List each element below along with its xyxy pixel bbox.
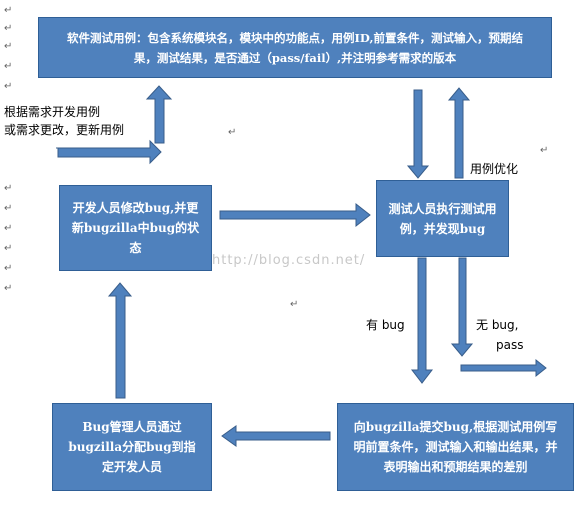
node-bug-manager: Bug管理人员通过 bugzilla分配bug到指 定开发人员	[52, 403, 212, 491]
arrow-tester-no-bug-down	[450, 257, 474, 357]
label-update-case-line2: 或需求更改，更新用例	[4, 123, 125, 137]
label-no-bug: 无 bug,	[476, 318, 519, 332]
paragraph-mark-icon: ↵	[4, 23, 13, 34]
node-developer-fix-line3: 态	[129, 241, 142, 255]
watermark: http://blog.csdn.net/	[212, 253, 366, 268]
arrow-tester-to-submit	[410, 257, 434, 384]
paragraph-mark-icon: ↵	[4, 81, 13, 92]
arrow-submit-to-bugmanager	[221, 425, 331, 447]
paragraph-mark-icon: ↵	[228, 127, 237, 138]
node-test-case: 软件测试用例：包含系统模块名，模块中的功能点，用例ID,前置条件，测试输入，预期…	[38, 17, 552, 78]
arrow-developer-to-tester	[219, 202, 371, 228]
arrow-testcase-to-tester	[406, 89, 430, 179]
node-developer-fix: 开发人员修改bug,并更 新bugzilla中bug的状 态	[59, 185, 212, 271]
label-pass: pass	[496, 338, 524, 352]
paragraph-mark-icon: ↵	[4, 61, 13, 72]
arrow-requirements-to-testcase	[56, 139, 162, 165]
node-bug-manager-line1: Bug管理人员通过	[82, 420, 182, 434]
arrow-pass-right	[460, 358, 547, 378]
node-test-case-line1: 软件测试用例：包含系统模块名，模块中的功能点，用例ID,前置条件，测试输入，预期…	[67, 30, 523, 45]
label-optimize: 用例优化	[470, 162, 519, 176]
paragraph-mark-icon: ↵	[4, 223, 13, 234]
node-bug-manager-line3: 定开发人员	[101, 460, 162, 474]
node-test-case-line2: 果，测试结果，是否通过（pass/fail）,并注明参考需求的版本	[133, 50, 457, 65]
arrow-tester-optimize-up	[447, 87, 471, 179]
label-update-case: 根据需求开发用例 或需求更改，更新用例	[4, 103, 124, 139]
paragraph-mark-icon: ↵	[4, 203, 13, 214]
node-submit-bug-line2: 明前置条件，测试输入和输出结果，并	[353, 440, 558, 454]
paragraph-mark-icon: ↵	[4, 5, 13, 16]
node-submit-bug: 向bugzilla提交bug,根据测试用例写 明前置条件，测试输入和输出结果，并…	[337, 403, 574, 491]
paragraph-mark-icon: ↵	[4, 283, 13, 294]
arrow-up-to-testcase	[145, 85, 173, 144]
arrow-bugmanager-to-developer	[107, 282, 133, 399]
paragraph-mark-icon: ↵	[4, 263, 13, 274]
label-update-case-line1: 根据需求开发用例	[4, 105, 101, 119]
node-submit-bug-line1: 向bugzilla提交bug,根据测试用例写	[353, 420, 558, 434]
paragraph-mark-icon: ↵	[4, 183, 13, 194]
node-tester-execute-line1: 测试人员执行测试用	[388, 201, 497, 216]
paragraph-mark-icon: ↵	[540, 145, 549, 156]
node-submit-bug-line3: 表明输出和预期结果的差别	[383, 460, 528, 474]
node-developer-fix-line1: 开发人员修改bug,并更	[72, 201, 199, 215]
paragraph-mark-icon: ↵	[290, 299, 299, 310]
node-bug-manager-line2: bugzilla分配bug到指	[68, 440, 196, 454]
node-developer-fix-line2: 新bugzilla中bug的状	[71, 221, 200, 235]
label-has-bug: 有 bug	[366, 318, 405, 332]
node-tester-execute: 测试人员执行测试用 例，并发现bug	[376, 180, 509, 257]
paragraph-mark-icon: ↵	[4, 243, 13, 254]
paragraph-mark-icon: ↵	[4, 41, 13, 52]
node-tester-execute-line2: 例，并发现bug	[399, 221, 486, 236]
